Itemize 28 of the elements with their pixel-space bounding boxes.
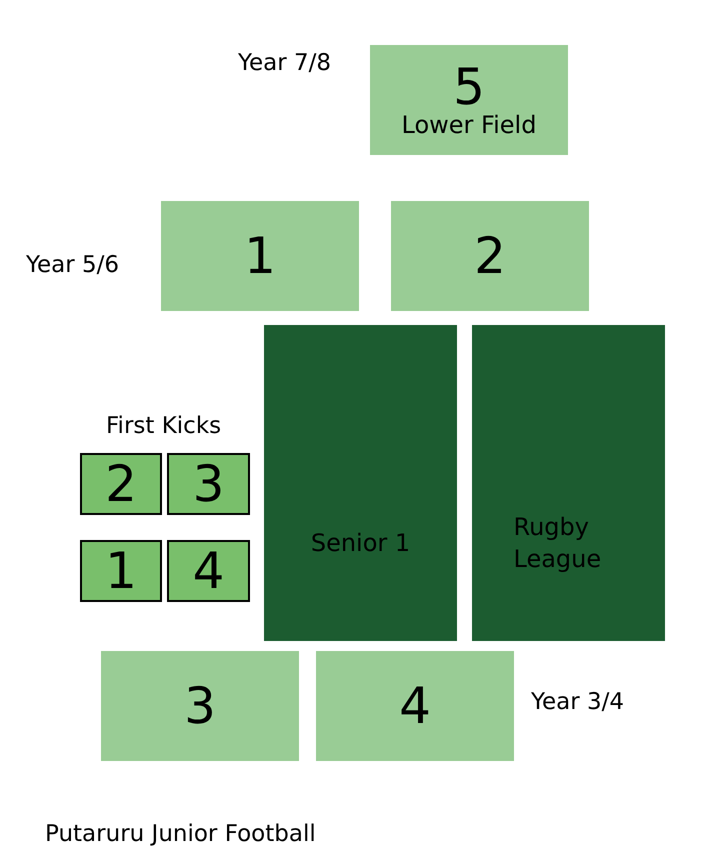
field-name: Rugby League xyxy=(514,512,602,575)
field-number: 3 xyxy=(192,459,224,509)
field-number: 5 xyxy=(453,62,485,112)
field-number: 2 xyxy=(105,459,137,509)
field-number: 2 xyxy=(474,231,506,281)
field-name: Senior 1 xyxy=(310,528,410,559)
field-area xyxy=(161,201,359,311)
field-area xyxy=(472,325,665,641)
field-area xyxy=(167,540,250,602)
age-group-label: Year 5/6 xyxy=(26,252,120,280)
field-area xyxy=(264,325,457,641)
field-number: 3 xyxy=(184,681,216,731)
age-group-label: Year 7/8 xyxy=(238,50,332,78)
field-number: 1 xyxy=(105,546,137,596)
field-area xyxy=(316,651,514,761)
field-area xyxy=(80,453,162,515)
field-area xyxy=(370,45,568,155)
field-number: 4 xyxy=(192,546,224,596)
caption: Putaruru Junior Football xyxy=(45,821,316,849)
field-label: Lower Field xyxy=(402,112,536,138)
field-area xyxy=(101,651,299,761)
field-number: 4 xyxy=(399,681,431,731)
age-group-label: Year 3/4 xyxy=(531,689,624,717)
group-heading: First Kicks xyxy=(106,413,222,441)
field-area xyxy=(167,453,250,515)
field-number: 1 xyxy=(244,231,276,281)
field-area xyxy=(391,201,589,311)
field-area xyxy=(80,540,162,602)
